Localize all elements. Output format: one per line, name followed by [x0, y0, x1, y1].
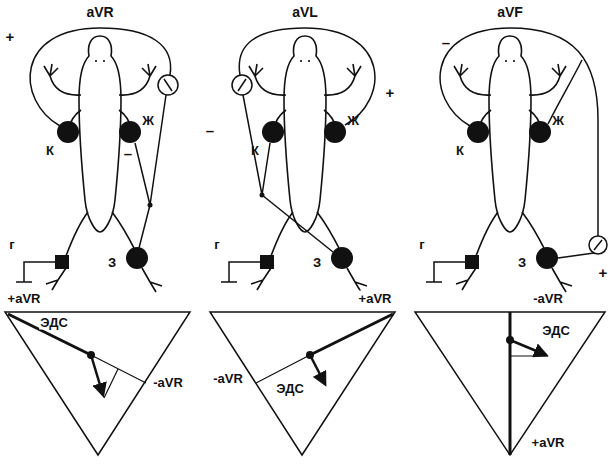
axis-label: -aVR: [152, 375, 184, 390]
electrode-label: К: [45, 143, 55, 158]
electrode-label: З: [517, 255, 527, 270]
electrode-label: З: [107, 255, 117, 270]
electrode-label: К: [250, 143, 260, 158]
vector-label: ЭДС: [39, 315, 69, 330]
axis-label: +aVR: [531, 435, 566, 450]
lead-title: aVR: [85, 4, 114, 20]
vector-label: ЭДС: [541, 323, 571, 338]
lead-title: aVL: [291, 4, 319, 20]
electrode-label: К: [455, 143, 465, 158]
vector-label: ЭДС: [275, 381, 305, 396]
electrode-label: Ж: [346, 113, 360, 128]
electrode-label: Ж: [141, 113, 155, 128]
polarity-sign: –: [205, 122, 215, 139]
ground-label: г: [213, 237, 220, 252]
polarity-sign: +: [598, 264, 609, 281]
lead-title: aVF: [496, 4, 524, 20]
axis-label: -aVR: [532, 291, 564, 306]
axis-label: -aVR: [212, 371, 244, 386]
axis-label: +aVR: [7, 291, 42, 306]
polarity-sign: +: [5, 28, 16, 45]
ground-label: г: [418, 237, 425, 252]
polarity-sign: –: [441, 34, 451, 51]
ground-label: г: [8, 237, 15, 252]
polarity-sign: +: [385, 84, 396, 101]
axis-label: +aVR: [358, 291, 393, 306]
electrode-label: Ж: [551, 113, 565, 128]
electrode-label: З: [312, 255, 322, 270]
polarity-sign: –: [123, 145, 133, 162]
